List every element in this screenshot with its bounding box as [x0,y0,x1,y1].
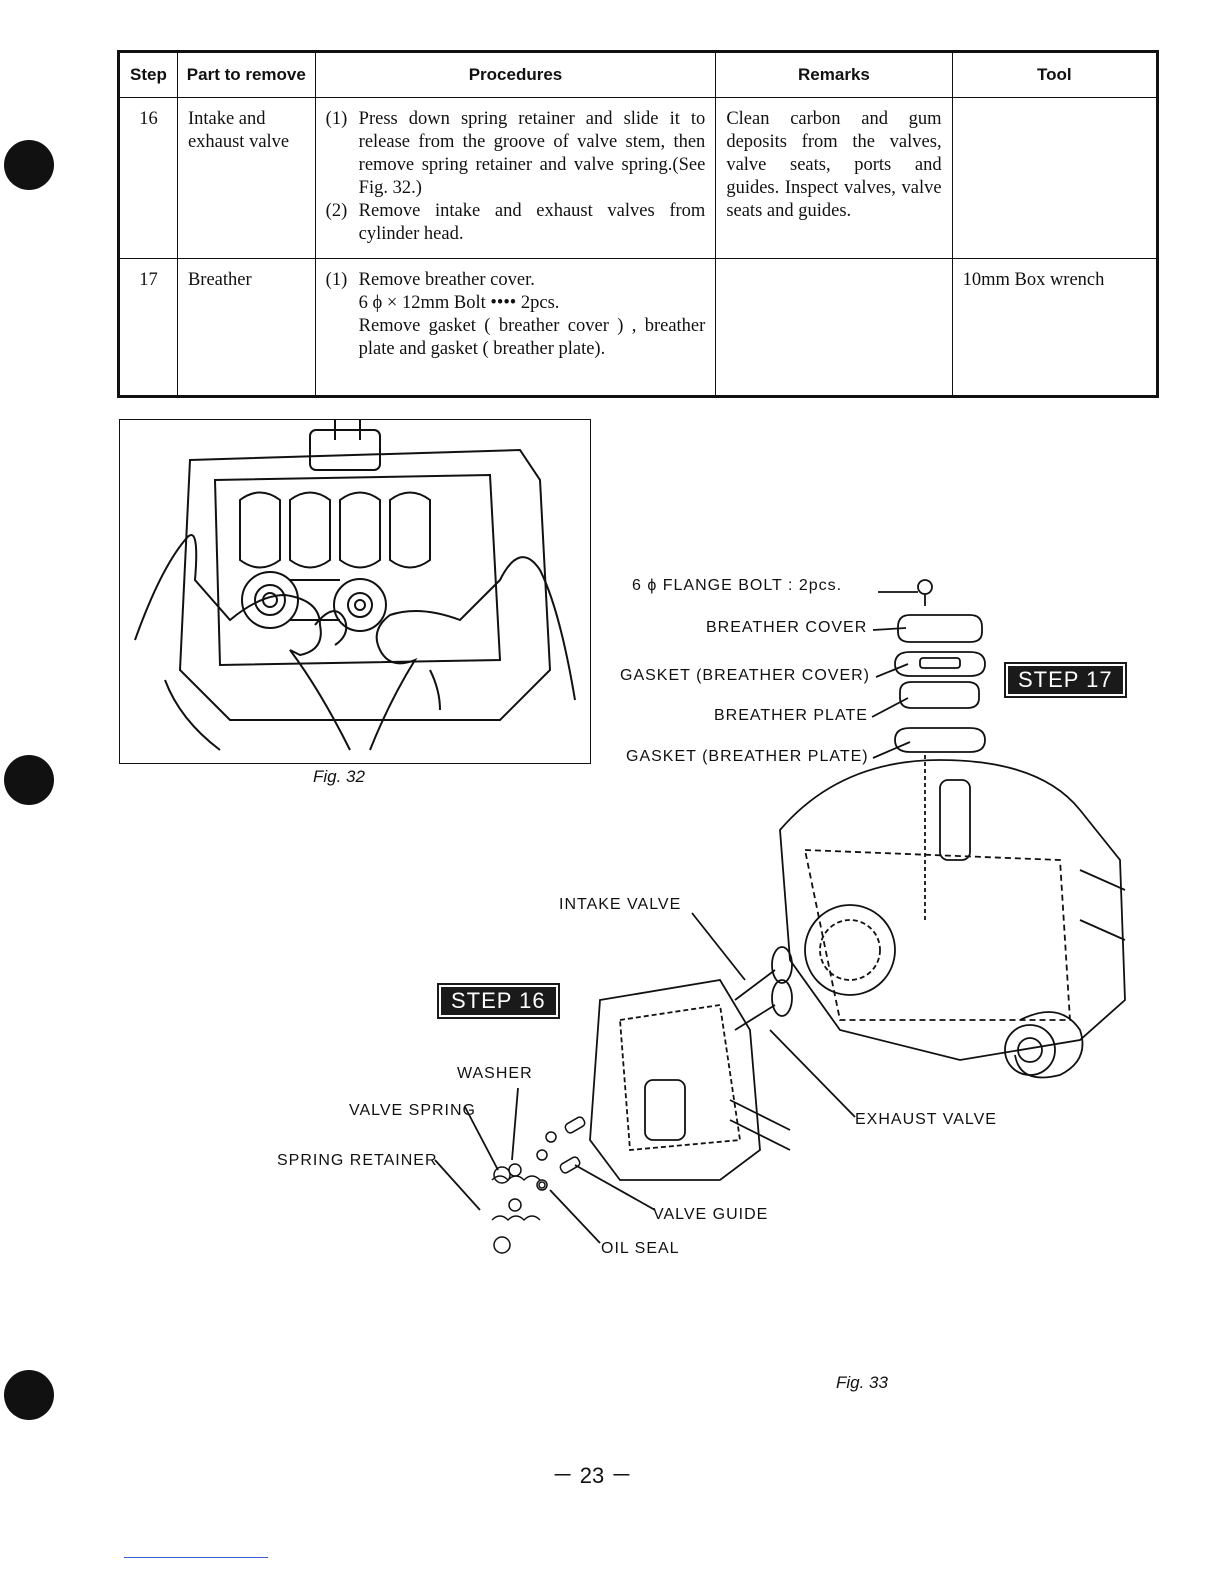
procedure-text: Remove intake and exhaust valves from cy… [358,201,706,244]
remarks-cell: Clean carbon and gum deposits from the v… [715,97,953,259]
procedures-cell: (1) Press down spring retainer and slide… [314,97,717,259]
page-number: － 23 － [551,1463,633,1488]
part-to-remove: Intake and exhaust valve [176,97,316,259]
label-exhaust-valve: EXHAUST VALVE [855,1111,997,1128]
procedure-item: (2) Remove intake and exhaust valves fro… [326,200,706,246]
label-flange-bolt: 6 ϕ FLANGE BOLT : 2pcs. [632,577,843,594]
procedure-note: 6 ϕ × 12mm Bolt •••• 2pcs. [358,293,560,313]
part-to-remove: Breather [176,258,316,397]
punch-hole-top [4,140,54,190]
fig33-exploded-view [434,579,1126,1254]
label-oil-seal: OIL SEAL [601,1240,680,1257]
procedure-number: (1) [325,270,348,290]
procedure-text: Press down spring retainer and slide it … [358,109,706,198]
step16-badge: STEP 16 [437,983,560,1019]
header-step: Step [118,51,178,98]
table-row: 16 Intake and exhaust valve (1) Press do… [118,97,1159,259]
procedure-note: Remove gasket ( breather cover ) , breat… [358,316,706,359]
procedure-text: Remove breather cover. [358,270,535,290]
tool-cell [951,97,1159,259]
label-spring-retainer: SPRING RETAINER [277,1152,438,1169]
table-header-row: Step Part to remove Procedures Remarks T… [118,51,1159,98]
label-gasket-breather-cover: GASKET (BREATHER COVER) [620,667,870,684]
fig32-illustration [119,419,591,764]
footer-rule [124,1557,268,1558]
punch-hole-middle [4,755,54,805]
label-gasket-breather-plate: GASKET (BREATHER PLATE) [626,748,869,765]
fig32-caption: Fig. 32 [313,767,365,786]
step17-badge: STEP 17 [1004,662,1127,698]
fig33-caption: Fig. 33 [836,1373,888,1392]
table-row: 17 Breather (1) Remove breather cover. 6… [118,258,1159,397]
disassembly-steps-table: Step Part to remove Procedures Remarks T… [117,50,1159,398]
step-number: 17 [118,258,178,397]
label-intake-valve: INTAKE VALVE [559,896,682,913]
remarks-cell [715,258,953,397]
procedure-number: (2) [325,201,348,221]
header-tool: Tool [951,51,1159,98]
label-washer: WASHER [457,1065,533,1082]
label-breather-cover: BREATHER COVER [706,619,868,636]
procedure-item: (1) Remove breather cover. [326,269,706,292]
procedures-cell: (1) Remove breather cover. 6 ϕ × 12mm Bo… [314,258,717,397]
header-procedures: Procedures [314,51,717,98]
header-remarks: Remarks [715,51,953,98]
procedure-number: (1) [325,109,348,129]
label-valve-guide: VALVE GUIDE [653,1206,769,1223]
header-part-to-remove: Part to remove [176,51,316,98]
valve-removal-drawing [134,420,576,751]
punch-hole-bottom [4,1370,54,1420]
label-valve-spring: VALVE SPRING [349,1102,476,1119]
step-number: 16 [118,97,178,259]
label-breather-plate: BREATHER PLATE [714,707,868,724]
procedure-item: (1) Press down spring retainer and slide… [326,108,706,200]
tool-cell: 10mm Box wrench [951,258,1159,397]
